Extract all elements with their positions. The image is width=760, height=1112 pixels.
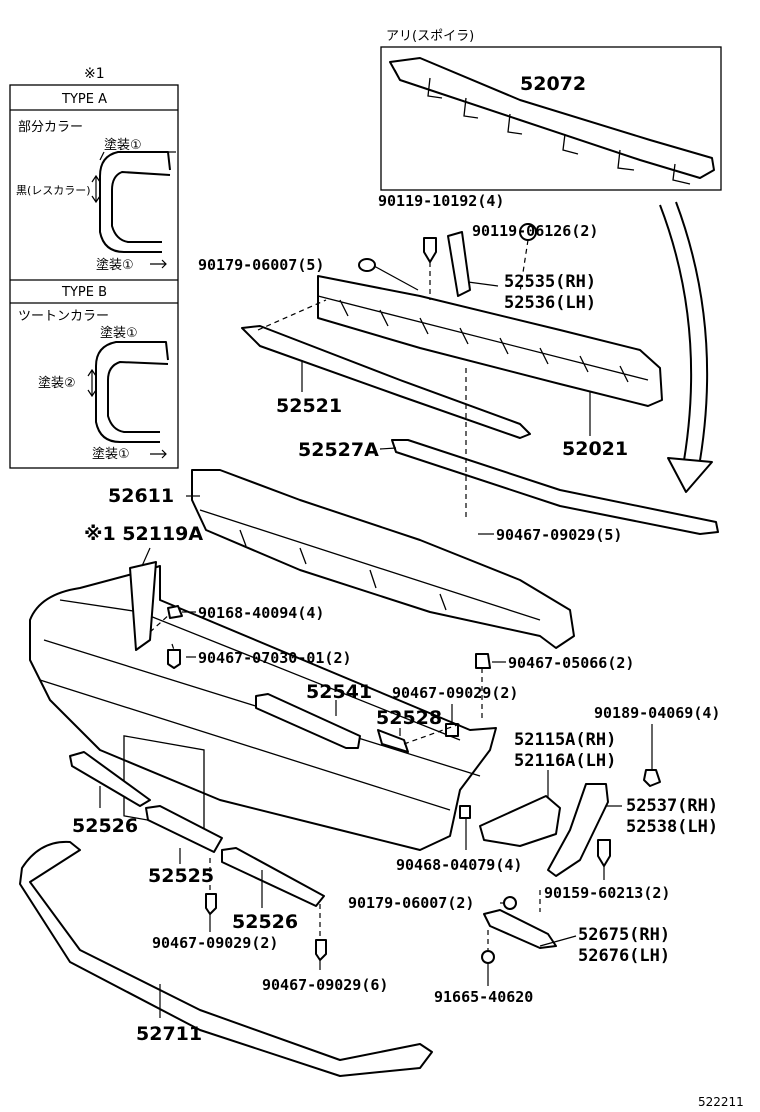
spoiler-box — [380, 46, 722, 191]
bracket-52675-drawing — [483, 909, 557, 949]
part-90189-04069: 90189-04069(4) — [594, 704, 720, 722]
inset-box — [9, 84, 179, 469]
part-90467-07030-01: 90467-07030-01(2) — [198, 649, 352, 667]
bracket-52119a-drawing — [129, 561, 157, 651]
type-a-paint-bottom: 塗装① — [96, 257, 134, 273]
nut-90179-06007 — [358, 258, 376, 272]
part-52538: 52538(LH) — [626, 817, 718, 837]
type-b-title: TYPE B — [61, 285, 107, 300]
part-90119-10192: 90119-10192(4) — [378, 192, 504, 210]
part-52676: 52676(LH) — [578, 946, 670, 966]
spoiler-52072-drawing — [389, 57, 715, 185]
spoiler-caption: アリ(スポイラ) — [386, 29, 474, 44]
part-90467-09029-6: 90467-09029(6) — [262, 976, 388, 994]
bracket-52537-drawing — [547, 783, 609, 877]
bolt-90159-60213 — [597, 839, 611, 867]
type-b-paint-mid: 塗装② — [38, 375, 76, 391]
figure-id: 522211 — [698, 1095, 744, 1109]
nut-90179-06007-lower — [503, 896, 517, 910]
bolt-90119-10192 — [423, 237, 437, 263]
retainer-52527a-drawing — [391, 439, 719, 535]
part-90159-60213: 90159-60213(2) — [544, 884, 670, 902]
bracket-52115a-drawing — [479, 795, 561, 847]
part-52116a: 52116A(LH) — [514, 751, 616, 771]
clip-90467-09029-upper — [445, 723, 459, 737]
leader-lines — [99, 239, 653, 1018]
part-52521: 52521 — [276, 395, 342, 417]
part-52611: 52611 — [108, 485, 174, 507]
part-52072: 52072 — [520, 73, 586, 95]
part-90468-04079: 90468-04079(4) — [396, 856, 522, 874]
type-a-subtitle: 部分カラー — [18, 120, 83, 135]
plate-52541-drawing — [255, 693, 361, 749]
part-52528: 52528 — [376, 707, 442, 729]
part-52119a: ※1 52119A — [84, 523, 203, 545]
part-90467-09029-5: 90467-09029(5) — [496, 526, 622, 544]
part-90168-40094: 90168-40094(4) — [198, 604, 324, 622]
part-52537: 52537(RH) — [626, 796, 718, 816]
clip-90467-09029-lower — [315, 939, 327, 961]
reinforcement-52021-drawing — [317, 275, 663, 407]
clip-90467-09029-mid — [205, 893, 217, 915]
clip-90467-05066 — [475, 653, 491, 669]
nut-90468-04079 — [459, 805, 471, 819]
clip-90467-07030 — [167, 649, 181, 669]
part-52525: 52525 — [148, 865, 214, 887]
assembly-arrow — [659, 204, 693, 473]
part-91665-40620: 91665-40620 — [434, 988, 533, 1006]
part-52711: 52711 — [136, 1023, 202, 1045]
clip-91665-40620 — [481, 950, 495, 964]
absorber-52611-drawing — [191, 469, 575, 649]
part-90467-05066: 90467-05066(2) — [508, 654, 634, 672]
type-a-paint-top: 塗装① — [104, 137, 142, 153]
type-a-section-drawing — [91, 151, 176, 269]
part-52675: 52675(RH) — [578, 925, 670, 945]
part-52541: 52541 — [306, 681, 372, 703]
type-b-paint-bottom: 塗装① — [92, 446, 130, 462]
retainer-52526-left-drawing — [69, 751, 151, 807]
nut-90189-04069 — [643, 769, 661, 787]
part-90467-09029-2-upper: 90467-09029(2) — [392, 684, 518, 702]
inset-ref-mark: ※1 — [84, 66, 105, 82]
part-52536: 52536(LH) — [504, 293, 596, 313]
type-a-title: TYPE A — [61, 92, 107, 107]
part-90119-06126: 90119-06126(2) — [472, 222, 598, 240]
part-90467-09029-2-lower: 90467-09029(2) — [152, 934, 278, 952]
moulding-52711-drawing — [19, 840, 433, 1077]
retainer-52521-drawing — [241, 325, 531, 439]
bracket-52535-drawing — [447, 231, 471, 297]
retainer-52525-drawing — [145, 805, 223, 853]
retainer-52526-right-drawing — [221, 847, 325, 907]
screw-90168-40094 — [167, 605, 183, 619]
part-52527a: 52527A — [298, 439, 379, 461]
bracket-52528-drawing — [377, 729, 409, 753]
type-b-subtitle: ツートンカラー — [18, 309, 109, 324]
part-52526-right: 52526 — [232, 911, 298, 933]
part-52021: 52021 — [562, 438, 628, 460]
type-a-paint-mid: 黒(レスカラー) — [16, 184, 91, 197]
part-90179-06007-2: 90179-06007(2) — [348, 894, 474, 912]
part-52115a: 52115A(RH) — [514, 730, 616, 750]
part-52526-left: 52526 — [72, 815, 138, 837]
type-b-paint-top: 塗装① — [100, 325, 138, 341]
part-90179-06007: 90179-06007(5) — [198, 256, 324, 274]
type-b-section-drawing — [87, 341, 169, 459]
part-52535: 52535(RH) — [504, 272, 596, 292]
